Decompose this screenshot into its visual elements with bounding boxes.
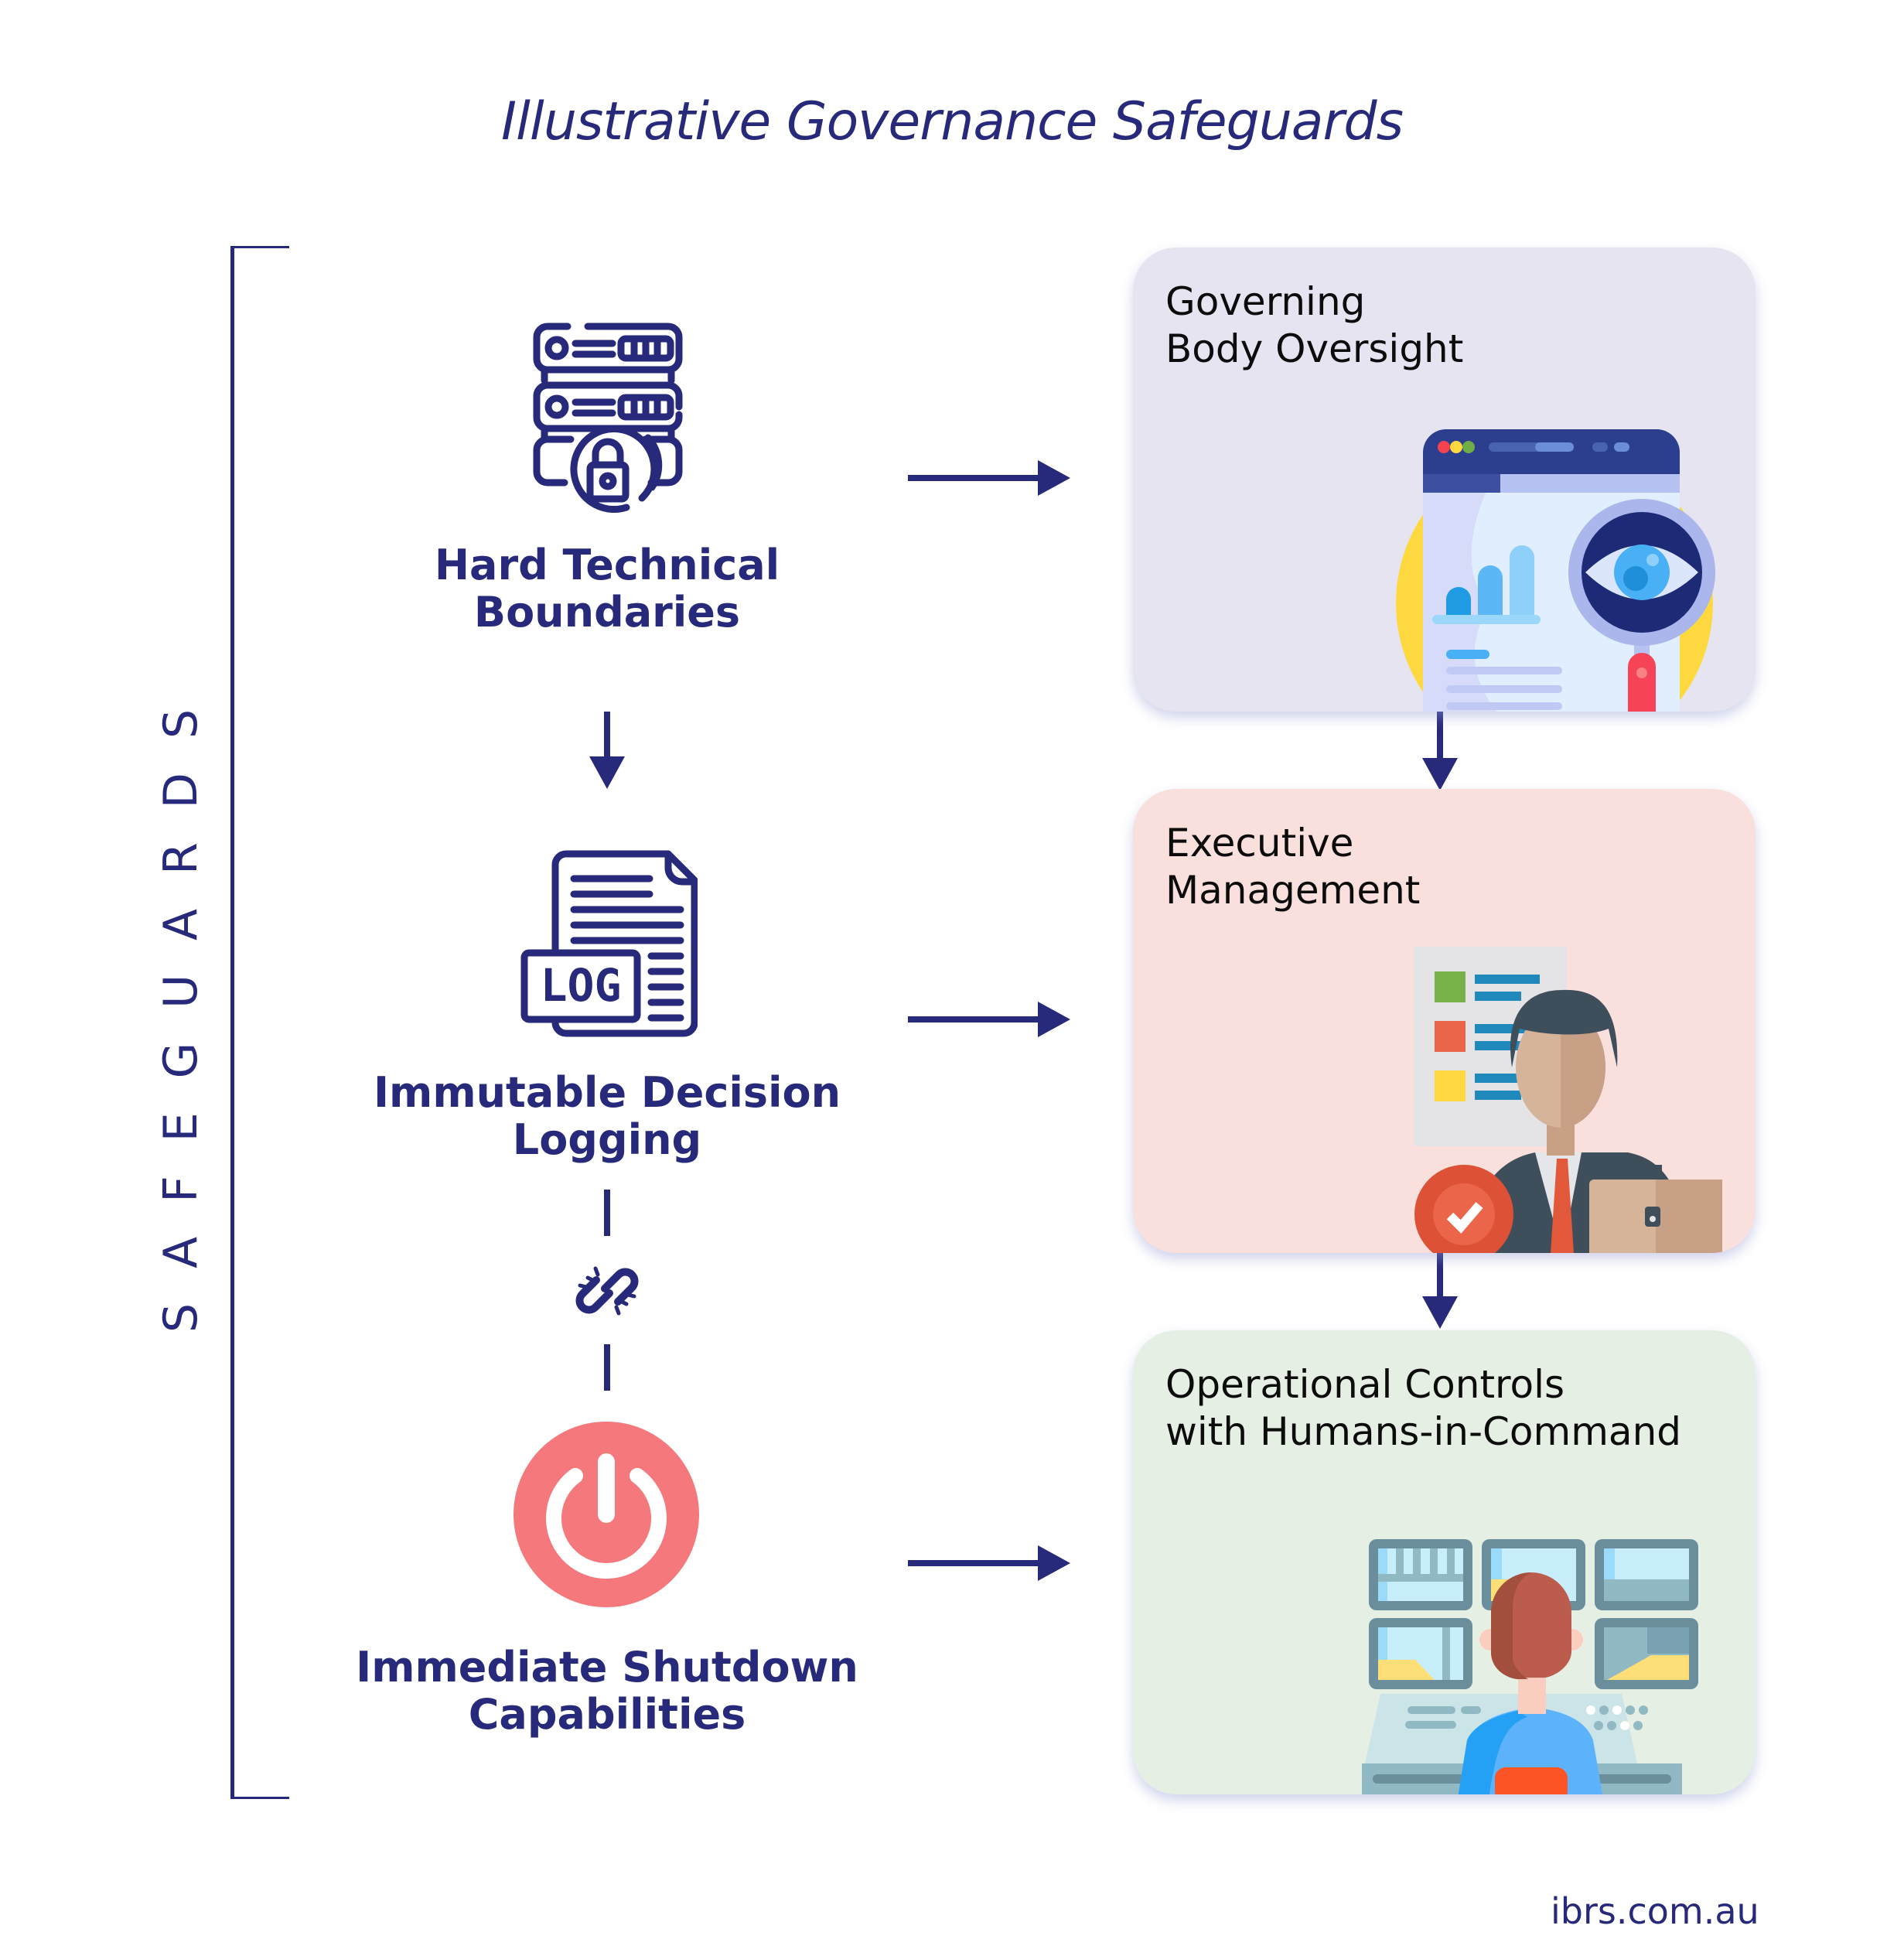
web-analytics-magnifier-eye-illustration	[1396, 429, 1715, 712]
card-governing-body-oversight: Governing Body Oversight	[1133, 248, 1756, 712]
server-lock-icon	[533, 323, 683, 514]
broken-link-icon	[575, 1266, 639, 1316]
footer-website: ibrs.com.au	[1551, 1890, 1759, 1932]
arrow-right-1	[908, 460, 1070, 496]
card-title: Governing Body Oversight	[1165, 279, 1464, 371]
safeguards-side-label: SAFEGUARDS	[154, 674, 208, 1333]
arrow-down-safeguard	[589, 712, 625, 789]
arrow-down-governance-1	[1422, 712, 1458, 790]
connector-dash-bottom	[604, 1344, 610, 1391]
arrow-right-3	[908, 1545, 1070, 1581]
control-room-operator-illustration	[1362, 1539, 1698, 1794]
safeguard-label-hard-technical-boundaries: Hard Technical Boundaries	[434, 541, 780, 637]
safeguard-label-immediate-shutdown-capabilities: Immediate Shutdown Capabilities	[356, 1643, 858, 1739]
card-executive-management: Executive Management	[1133, 789, 1756, 1253]
diagram-title: Illustrative Governance Safeguards	[500, 91, 1404, 152]
safeguard-label-immutable-decision-logging: Immutable Decision Logging	[373, 1068, 841, 1164]
card-title: Executive Management	[1165, 821, 1421, 913]
safeguards-bracket	[230, 246, 289, 1799]
arrow-down-governance-2	[1422, 1251, 1458, 1329]
connector-dash-top	[604, 1190, 610, 1236]
log-document-icon: LOG	[520, 850, 698, 1037]
businessman-briefcase-checklist-illustration	[1414, 947, 1722, 1253]
log-icon-text: LOG	[541, 959, 622, 1012]
card-title: Operational Controls with Humans-in-Comm…	[1165, 1362, 1681, 1454]
card-operational-controls: Operational Controls with Humans-in-Comm…	[1133, 1330, 1756, 1794]
power-button-icon	[514, 1422, 699, 1607]
arrow-right-2	[908, 1002, 1070, 1037]
